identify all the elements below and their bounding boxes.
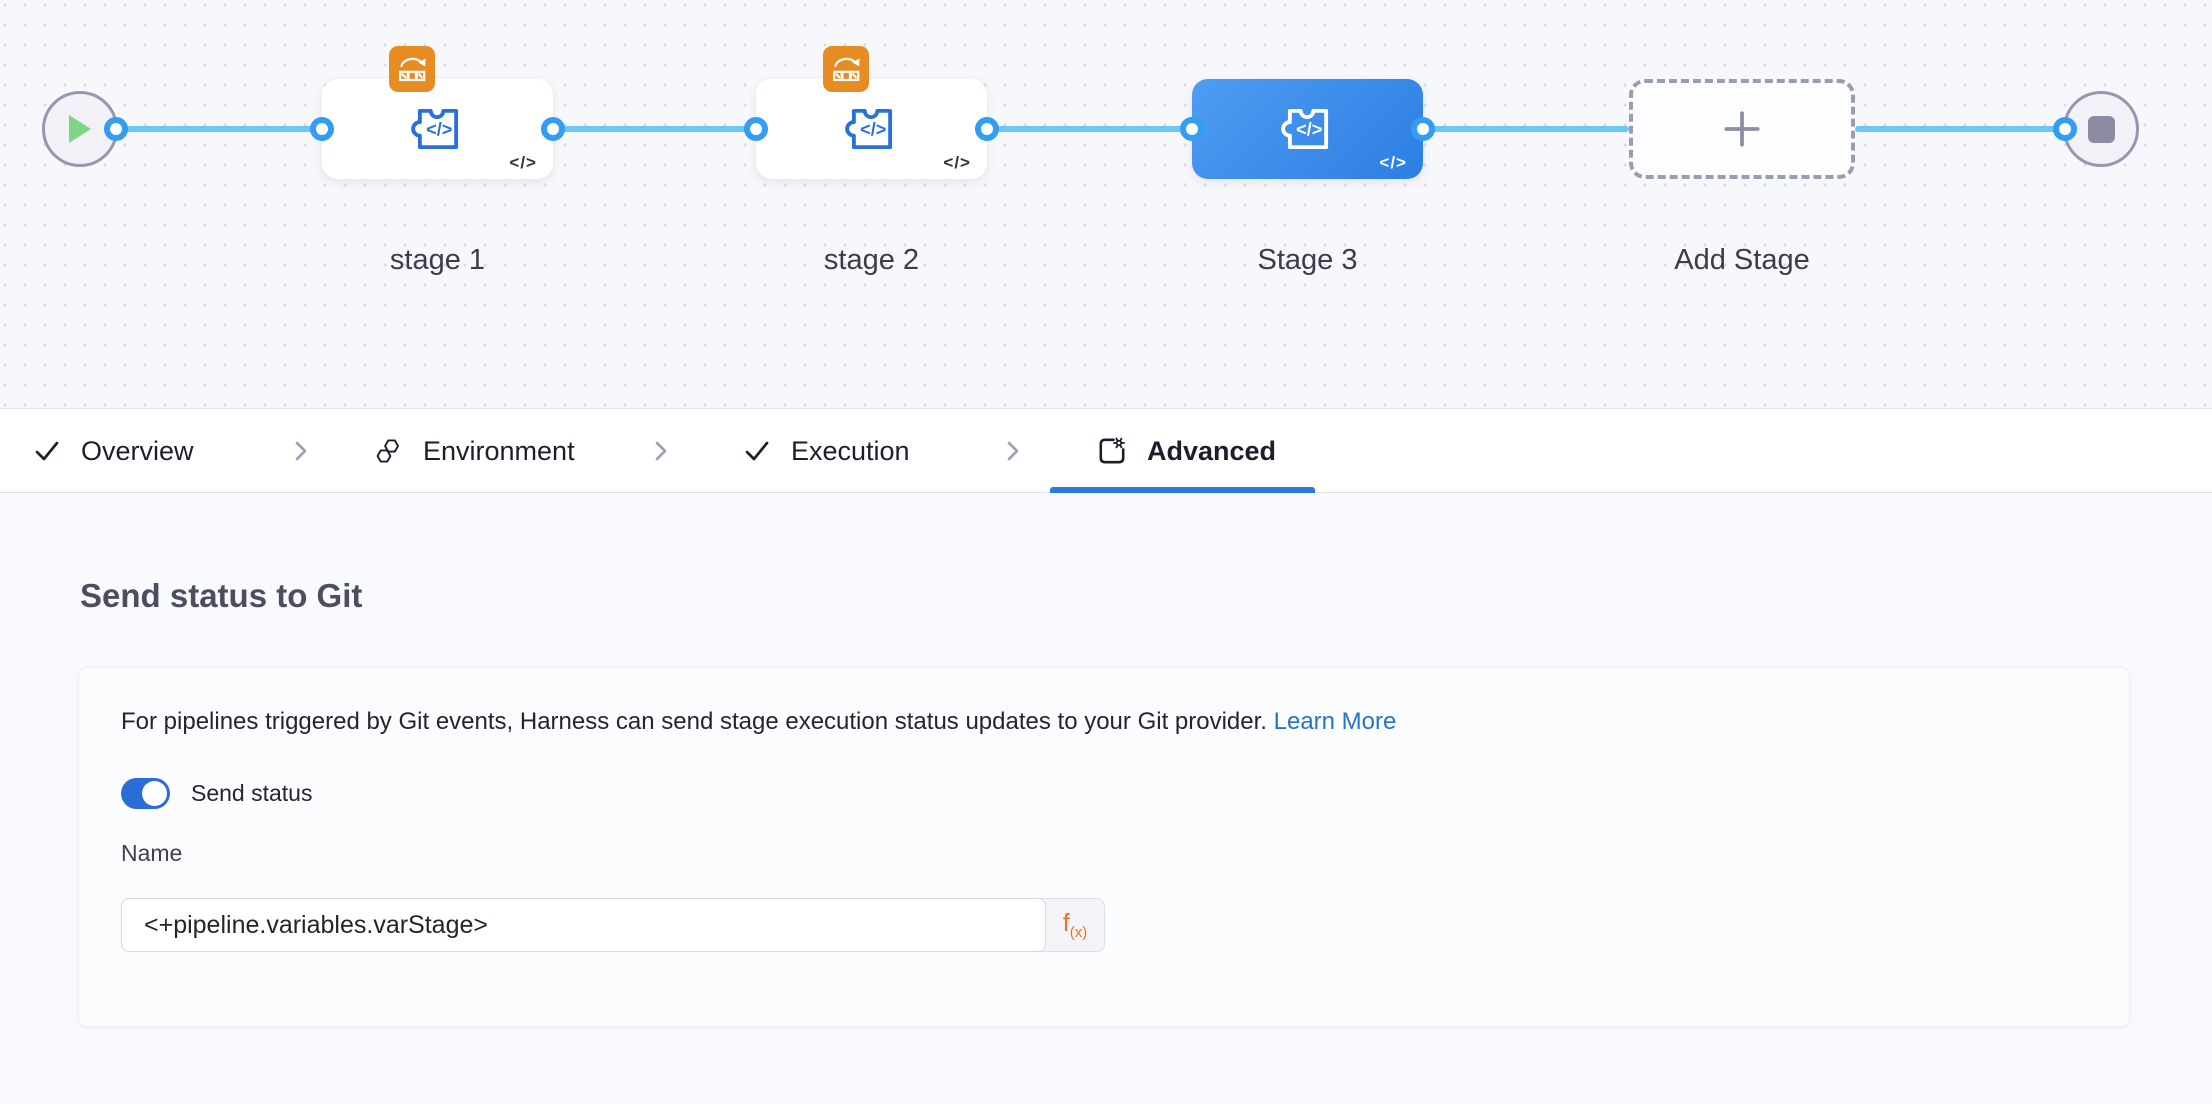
ci-build-badge-icon: [389, 46, 435, 92]
code-icon: </>: [943, 153, 971, 172]
tab-advanced[interactable]: Advanced: [1050, 409, 1315, 493]
connector-dot: [1180, 117, 1204, 141]
tab-overview[interactable]: Overview: [32, 409, 194, 493]
connector-dot: [2053, 117, 2077, 141]
send-status-card: For pipelines triggered by Git events, H…: [78, 667, 2130, 1027]
stage-label: stage 2: [823, 244, 920, 276]
section-heading: Send status to Git: [80, 577, 363, 614]
tab-environment[interactable]: Environment: [372, 409, 575, 493]
check-icon: [745, 441, 769, 461]
ci-build-badge-icon: [823, 46, 869, 92]
stage-node-stage-3[interactable]: </> </>: [1192, 79, 1423, 179]
stage-label: Stage 3: [1257, 244, 1358, 276]
edge-line: [116, 126, 322, 132]
name-label: Name: [121, 840, 183, 866]
play-icon: [69, 115, 91, 143]
svg-text:</>: </>: [860, 120, 886, 140]
custom-stage-icon: </>: [410, 108, 458, 150]
tab-label: Environment: [423, 435, 575, 466]
fx-icon: f(x): [1062, 909, 1088, 941]
add-stage-node[interactable]: [1629, 79, 1855, 179]
toggle-knob: [142, 781, 167, 806]
chevron-right-icon: [655, 441, 667, 461]
custom-stage-icon: </>: [844, 108, 892, 150]
connector-dot: [310, 117, 334, 141]
environment-icon: [376, 439, 399, 463]
send-status-toggle-row: Send status: [121, 778, 312, 809]
learn-more-link[interactable]: Learn More: [1273, 708, 1397, 735]
edge-line: [987, 126, 1192, 132]
svg-text:</>: </>: [1296, 120, 1322, 140]
advanced-tab-content: Send status to Git For pipelines trigger…: [0, 493, 2212, 1104]
code-icon: </>: [1379, 153, 1407, 172]
plus-icon: [1724, 111, 1760, 147]
stage-node-stage-2[interactable]: </> </>: [756, 46, 987, 179]
chevron-right-icon: [295, 441, 307, 461]
description-text: For pipelines triggered by Git events, H…: [121, 708, 1397, 735]
check-icon: [35, 441, 59, 461]
toggle-label: Send status: [191, 780, 313, 806]
tab-execution[interactable]: Execution: [742, 409, 910, 493]
connector-dot: [975, 117, 999, 141]
stage-node-stage-1[interactable]: </> </>: [322, 46, 553, 179]
name-input[interactable]: [121, 898, 1046, 952]
stage-label: stage 1: [389, 244, 486, 276]
connector-dot: [1411, 117, 1435, 141]
connector-dot: [104, 117, 128, 141]
custom-stage-icon: </>: [1280, 108, 1328, 150]
edge-line: [553, 126, 756, 132]
svg-text:</>: </>: [426, 120, 452, 140]
connector-dot: [541, 117, 565, 141]
tab-label: Execution: [791, 435, 910, 466]
active-tab-underline: [1050, 487, 1315, 493]
stage-config-tabbar: Overview Environment Execution Advanced: [0, 409, 2212, 493]
edge-line: [1855, 126, 2065, 132]
name-input-group: f(x): [121, 898, 1105, 952]
stop-icon: [2087, 115, 2115, 143]
edge-line: [1423, 126, 1629, 132]
expression-fx-button[interactable]: f(x): [1046, 899, 1104, 951]
pipeline-canvas[interactable]: </> </> </> </> </> </>: [0, 0, 2212, 409]
connector-dot: [744, 117, 768, 141]
advanced-settings-icon: [1099, 437, 1125, 464]
chevron-right-icon: [1007, 441, 1019, 461]
tab-label: Advanced: [1147, 435, 1277, 466]
tab-label: Overview: [81, 435, 194, 466]
add-stage-label: Add Stage: [1674, 244, 1810, 276]
code-icon: </>: [509, 153, 537, 172]
send-status-toggle[interactable]: [121, 778, 170, 809]
